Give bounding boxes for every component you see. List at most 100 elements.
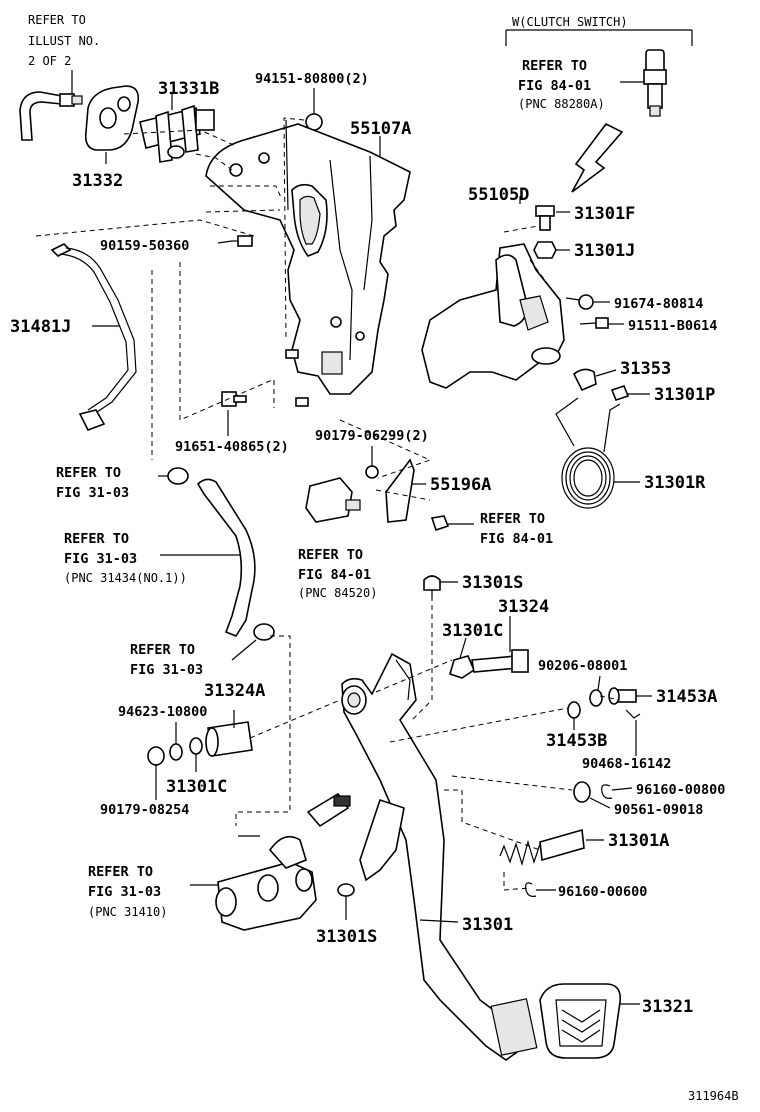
refer-fig-31-03-b[interactable]: REFER TO FIG 31-03 (PNC 31434(NO.1)) [64,531,187,585]
label-31353[interactable]: 31353 [620,359,671,379]
refer-line1: REFER TO [64,531,129,547]
label-90206-08001[interactable]: 90206-08001 [538,658,627,674]
reference-notes: REFER TO ILLUST NO. 2 OF 2 W(CLUTCH SWIT… [28,13,739,1103]
label-31324[interactable]: 31324 [498,597,549,617]
clip-90468-illustration [625,709,641,719]
label-31301A[interactable]: 31301A [608,831,669,851]
label-55105D[interactable]: 55105D [468,185,529,205]
label-91674-80814[interactable]: 91674-80814 [614,296,703,312]
bolt-90159-illustration [232,235,253,247]
refer-line2: FIG 84-01 [518,78,591,94]
label-96160-00800[interactable]: 96160-00800 [636,782,725,798]
label-96160-00600[interactable]: 96160-00600 [558,884,647,900]
nut-90179-06299-illustration [365,465,379,479]
bushing-31301C-illustration [189,737,203,755]
clutch-pedal-arm-illustration [341,652,538,1061]
label-90468-16142[interactable]: 90468-16142 [582,756,671,772]
label-31453B[interactable]: 31453B [546,731,607,751]
label-90159-50360[interactable]: 90159-50360 [100,238,189,254]
shaft-31301A-illustration [499,781,591,867]
label-31481J[interactable]: 31481J [10,317,71,337]
washer-90206-illustration [589,689,603,707]
label-31301F[interactable]: 31301F [574,204,635,224]
label-31301R[interactable]: 31301R [644,473,706,493]
refer-fig-84-01-b[interactable]: REFER TO FIG 84-01 [480,511,553,547]
washer-94623-illustration [169,743,183,761]
label-31321[interactable]: 31321 [642,997,693,1017]
label-31332[interactable]: 31332 [72,171,123,191]
label-31301C-top[interactable]: 31301C [442,621,503,641]
refer-line1: REFER TO [480,511,545,527]
clip-31301P-illustration [610,385,630,401]
label-31331B[interactable]: 31331B [158,79,219,99]
label-91651-40865[interactable]: 91651-40865(2) [175,439,289,455]
part-labels: 31331B 31332 94151-80800(2) 55107A 90159… [10,71,725,1017]
refer-fig-31-03-c[interactable]: REFER TO FIG 31-03 [130,642,203,678]
label-31301J[interactable]: 31301J [574,241,635,261]
plate-55196A-illustration [385,458,415,523]
label-55196A[interactable]: 55196A [430,475,491,495]
label-90179-08254[interactable]: 90179-08254 [100,802,189,818]
diagram-code: 311964B [688,1089,739,1103]
refer-fig-84-01-c[interactable]: REFER TO FIG 84-01 (PNC 84520) [298,547,377,600]
refer-pnc: (PNC 88280A) [518,97,605,111]
refer-pnc: (PNC 31434(NO.1)) [64,571,187,585]
bolt-31301F-illustration [535,205,555,231]
nut-31301J-illustration [533,241,557,259]
refer-illust-line2: ILLUST NO. [28,34,100,48]
refer-line2: FIG 84-01 [298,567,371,583]
pin-31453A-illustration [608,687,637,705]
label-94623-10800[interactable]: 94623-10800 [118,704,207,720]
screw-91674-illustration [565,294,594,310]
refer-line2: FIG 31-03 [130,662,203,678]
refer-line2: FIG 31-03 [56,485,129,501]
label-31453A[interactable]: 31453A [656,687,717,707]
bushing-31453B-illustration [567,701,581,719]
master-cylinder-illustration [215,792,351,931]
label-90179-06299[interactable]: 90179-06299(2) [315,428,429,444]
refer-illust-line1: REFER TO [28,13,86,27]
label-90561-09018[interactable]: 90561-09018 [614,802,703,818]
refer-line2: FIG 31-03 [88,884,161,900]
label-31301S-bottom[interactable]: 31301S [316,927,377,947]
refer-fig-31-03-a[interactable]: REFER TO FIG 31-03 [56,465,129,501]
clip-96160-00800-illustration [601,784,613,799]
nut-refer-illustration [430,515,450,532]
refer-fig-84-01-clutch-switch[interactable]: REFER TO FIG 84-01 (PNC 88280A) [518,58,605,111]
refer-fig-31-03-d[interactable]: REFER TO FIG 31-03 (PNC 31410) [88,864,167,919]
assist-spring-illustration [555,397,621,509]
direction-arrow [571,122,624,193]
refer-line1: REFER TO [130,642,195,658]
long-tube-illustration [50,243,137,432]
refer-pnc: (PNC 84520) [298,586,377,600]
clutch-tube-illustration [19,91,83,141]
bumper-bottom-illustration [337,883,355,897]
nut-90179-08254-illustration [147,746,165,766]
refer-line1: REFER TO [298,547,363,563]
stud-assembly-illustration [139,104,215,163]
label-31301C-left[interactable]: 31301C [166,777,227,797]
label-55107A[interactable]: 55107A [350,119,411,139]
clutch-switch-header: W(CLUTCH SWITCH) [512,15,628,29]
refer-illust-note[interactable]: REFER TO ILLUST NO. 2 OF 2 [28,13,100,68]
pedal-pad-illustration [539,983,622,1059]
clip-31353-illustration [572,368,597,392]
label-31324A[interactable]: 31324A [204,681,265,701]
leader-lines [71,29,693,1005]
switch-connector-illustration [305,477,361,523]
refer-line1: REFER TO [88,864,153,880]
label-31301P[interactable]: 31301P [654,385,715,405]
clip-96160-00600-illustration [525,882,537,897]
label-31301[interactable]: 31301 [462,915,513,935]
refer-line2: FIG 31-03 [64,551,137,567]
refer-line1: REFER TO [522,58,587,74]
label-94151-80800[interactable]: 94151-80800(2) [255,71,369,87]
refer-line1: REFER TO [56,465,121,481]
label-31301S-top[interactable]: 31301S [462,573,523,593]
clutch-switch-illustration [643,49,667,117]
bumper-top-illustration [423,575,441,598]
refer-illust-line3: 2 OF 2 [28,54,71,68]
label-91511-B0614[interactable]: 91511-B0614 [628,318,717,334]
reservoir-bracket-illustration [84,85,140,151]
